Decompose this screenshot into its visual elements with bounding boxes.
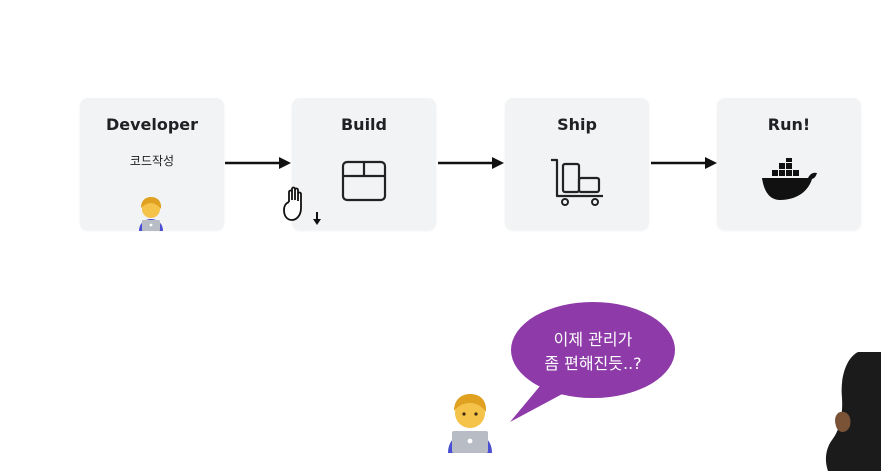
step-card-ship: Ship [505, 98, 649, 230]
speech-line-2: 좀 편해진듯..? [544, 354, 642, 373]
step-title: Run! [767, 115, 811, 134]
technologist-emoji [139, 197, 163, 231]
technologist-emoji [448, 394, 492, 453]
step-title: Build [340, 115, 387, 134]
arrow-right-icon [225, 157, 291, 169]
speech-bubble [510, 302, 675, 422]
step-title: Developer [105, 115, 199, 134]
step-title: Ship [557, 115, 597, 134]
speech-line-1: 이제 관리가 [553, 330, 633, 349]
arrow-right-icon [438, 157, 504, 169]
cart-icon [505, 156, 649, 206]
docker-whale-icon [717, 158, 861, 202]
hand-cursor-icon [283, 186, 321, 225]
step-card-build: Build [292, 98, 436, 230]
step-subtitle: 코드작성 [129, 154, 175, 168]
speech-bubble-text: 이제 관리가 좀 편해진듯..? [510, 328, 676, 376]
presenter-video [825, 352, 881, 471]
arrow-right-icon [651, 157, 717, 169]
step-card-run: Run! [717, 98, 861, 230]
box-icon [292, 156, 436, 204]
